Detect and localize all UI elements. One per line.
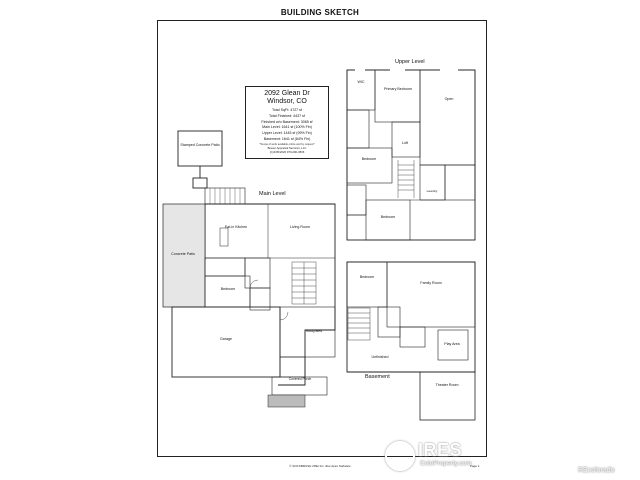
room-loft: Loft [402,141,408,145]
room-primary-bedroom: Primary Bedroom [384,87,412,91]
property-info-box: 2092 Glean Dr Windsor, CO Total SqFt: 47… [245,86,329,159]
room-unfinished: Unfinished [372,355,389,359]
upper-level-label: Upper Level [395,59,425,65]
main-level-sqft: Main Level: 1641 sf (100% Fin) [262,125,312,130]
room-stamped-patio: Stamped Concrete Patio [180,143,219,147]
basement-label: Basement [365,374,390,380]
page-title: BUILDING SKETCH [280,8,360,17]
room-kitchen: Eat-in Kitchen [225,225,247,229]
watermark-site: REcolorado [578,467,615,474]
upper-level-sqft: Upper Level: 1445 sf (99% Fin) [262,131,312,136]
watermark-brand: IRES [418,440,463,460]
page-number: Page 1 [470,464,480,468]
room-living: Living Room [290,225,310,229]
room-bedroom-basement: Bedroom [360,275,375,279]
total-sqft: Total SqFt: 4727 sf [272,108,302,112]
company-name: Brauer Appraisal Services, LLC [267,146,307,151]
room-laundry: Laundry [427,189,438,193]
company-contact: (C)4/05/2026 970-290-3836 [269,150,305,155]
main-level-label: Main Level [259,191,286,197]
address-line-1: 2092 Glean Dr [264,90,310,97]
basement-sqft: Basement: 1641 sf (84% Fin) [263,136,311,141]
scope-note: *Scope of work available online and by r… [259,142,315,146]
room-play-area: Play Area [444,342,459,346]
footer-copyright: © SOCKBRUSH 2092 Inc. illus Apex Softwar… [289,464,351,468]
watermark-logo-icon [385,441,415,471]
room-porch: Covered Porch [289,377,312,381]
address-line-2: Windsor, CO [267,98,307,105]
room-study: Study/Bed [306,329,323,333]
watermark-subtext: ColoProperty.com [420,460,472,467]
room-bedroom-upper-1: Bedroom [362,157,377,161]
room-bedroom-main: Bedroom [221,287,236,291]
room-garage: Garage [220,337,232,341]
room-open: Open [445,97,454,101]
room-family: Family Room [420,281,441,285]
finished-wo-basement: Finished w/o Basement: 3065 sf [261,119,313,124]
total-finished: Total Finished: 4437 sf [269,113,305,118]
room-concrete-patio: Concrete Patio [171,252,195,256]
room-theater: Theater Room [436,383,459,387]
room-wic: WIC [358,80,365,84]
room-bedroom-upper-2: Bedroom [381,215,396,219]
